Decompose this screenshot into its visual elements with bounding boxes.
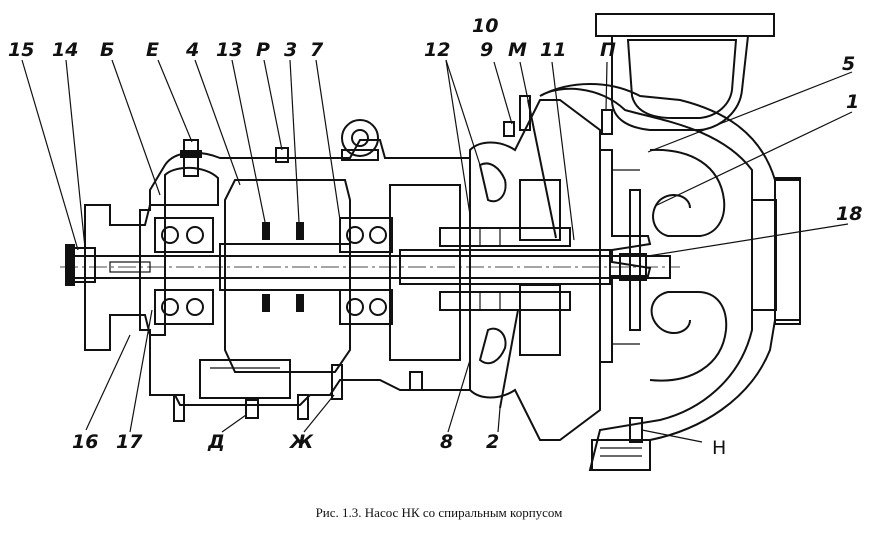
callout-4: 4 bbox=[185, 39, 199, 61]
bearings bbox=[154, 217, 393, 325]
callout-8: 8 bbox=[440, 431, 453, 453]
callout-12: 12 bbox=[424, 39, 450, 61]
callout-pi: П bbox=[600, 39, 616, 61]
callout-16: 16 bbox=[72, 431, 98, 453]
callout-15: 15 bbox=[8, 39, 34, 61]
callout-m: М bbox=[508, 39, 527, 61]
callout-10: 10 bbox=[472, 15, 498, 37]
leader-lines bbox=[21, 59, 853, 443]
discharge-flange bbox=[595, 13, 775, 131]
shaft bbox=[60, 222, 680, 312]
callout-13: 13 bbox=[216, 39, 242, 61]
callout-5: 5 bbox=[842, 53, 855, 75]
callout-b: Б bbox=[100, 39, 114, 61]
callout-17: 17 bbox=[116, 431, 143, 453]
callout-9: 9 bbox=[480, 39, 493, 61]
callout-e: Е bbox=[146, 39, 159, 61]
callout-zh: Ж bbox=[288, 431, 314, 453]
callout-2: 2 bbox=[486, 431, 499, 453]
callout-11: 11 bbox=[540, 39, 566, 61]
callout-d: Д bbox=[207, 431, 225, 453]
figure-caption: Рис. 1.3. Насос НК со спиральным корпусо… bbox=[315, 505, 563, 520]
callout-1: 1 bbox=[846, 91, 859, 113]
impeller bbox=[599, 149, 652, 363]
callout-labels: 15 14 Б Е 4 13 Р 3 7 12 10 9 М 11 П 5 1 … bbox=[8, 15, 862, 459]
callout-14: 14 bbox=[52, 39, 78, 61]
callout-18: 18 bbox=[836, 203, 862, 225]
bearing-housing bbox=[139, 119, 471, 406]
callout-h: Н bbox=[712, 437, 726, 459]
volute-casing bbox=[539, 83, 801, 471]
callout-p: Р bbox=[256, 39, 270, 61]
callout-7: 7 bbox=[310, 39, 324, 61]
callout-3: 3 bbox=[284, 39, 297, 61]
